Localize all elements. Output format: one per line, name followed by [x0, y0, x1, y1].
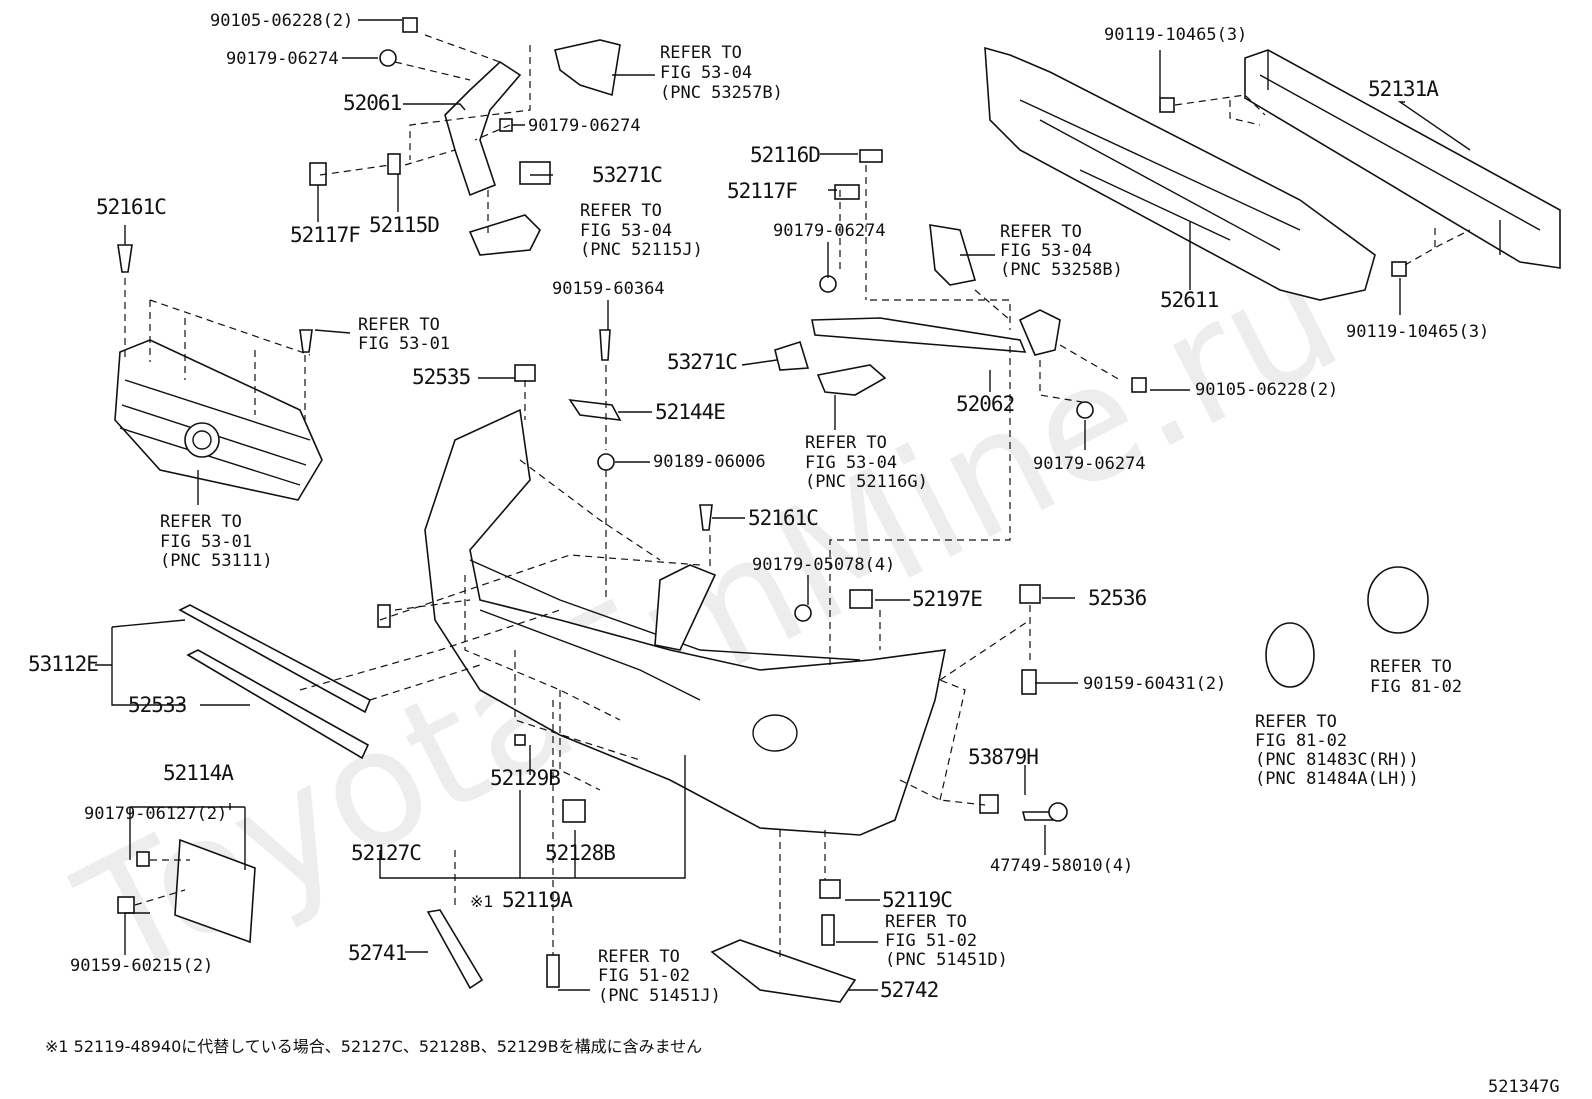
- label-refer-to: REFER TO: [1255, 712, 1337, 732]
- label-refer-to: REFER TO: [358, 315, 440, 335]
- label-90179-06274: 90179-06274: [1033, 454, 1146, 474]
- label-refer-fig: FIG 53-04: [1000, 241, 1092, 261]
- label-90105-06228: 90105-06228(2): [210, 11, 353, 31]
- label-refer-fig: FIG 53-01: [160, 532, 252, 552]
- label-90179-06127: 90179-06127(2): [84, 804, 227, 824]
- label-53271C: 53271C: [667, 350, 737, 374]
- label-refer-fig: FIG 53-04: [580, 221, 672, 241]
- label-52161C: 52161C: [748, 506, 818, 530]
- footnote-marker: ※1: [470, 892, 494, 911]
- label-refer-pnc: (PNC 53258B): [1000, 260, 1123, 280]
- label-90119-10465: 90119-10465(3): [1104, 25, 1247, 45]
- label-90179-06274: 90179-06274: [773, 221, 886, 241]
- label-52129B: 52129B: [490, 766, 560, 790]
- label-90159-60215: 90159-60215(2): [70, 956, 213, 976]
- label-refer-fig: FIG 51-02: [885, 931, 977, 951]
- label-refer-pnc: (PNC 52115J): [580, 240, 703, 260]
- label-53271C: 53271C: [592, 163, 662, 187]
- fasteners: [117, 17, 1407, 988]
- lower-grille-52742: [710, 939, 857, 1003]
- label-90159-60431: 90159-60431(2): [1083, 674, 1226, 694]
- label-52131A: 52131A: [1368, 77, 1439, 101]
- label-refer-fig: FIG 53-04: [660, 63, 752, 83]
- label-refer-pnc: (PNC 52116G): [805, 472, 928, 492]
- label-refer-to: REFER TO: [1000, 222, 1082, 242]
- bracket-52062: [774, 224, 1061, 396]
- label-52742: 52742: [880, 978, 938, 1002]
- reinforcement-bar-52131A: [1244, 49, 1561, 269]
- label-refer-pnc: (PNC 51451J): [598, 986, 721, 1006]
- label-52144E: 52144E: [655, 400, 725, 424]
- label-90179-06274: 90179-06274: [226, 49, 339, 69]
- label-52533: 52533: [128, 693, 187, 717]
- footnote: ※1 52119-48940に代替している場合、52127C、52128B、52…: [45, 1037, 702, 1056]
- label-52611: 52611: [1160, 288, 1219, 312]
- label-refer-to: REFER TO: [598, 947, 680, 967]
- label-refer-to: REFER TO: [805, 433, 887, 453]
- label-90119-10465: 90119-10465(3): [1346, 322, 1489, 342]
- label-refer-pnc: (PNC 81483C(RH)): [1255, 750, 1419, 770]
- label-refer-pnc: (PNC 53111): [160, 551, 273, 571]
- radiator-grille-53111: [114, 339, 323, 501]
- label-52197E: 52197E: [912, 587, 982, 611]
- label-refer-to: REFER TO: [885, 912, 967, 932]
- label-52114A: 52114A: [163, 761, 234, 785]
- label-52119C: 52119C: [882, 888, 952, 912]
- label-refer-pnc: (PNC 81484A(LH)): [1255, 769, 1419, 789]
- label-52119A: 52119A: [502, 888, 573, 912]
- label-90159-60364: 90159-60364: [552, 279, 665, 299]
- label-refer-pnc: (PNC 51451D): [885, 950, 1008, 970]
- label-refer-fig: FIG 53-04: [805, 453, 897, 473]
- label-52061: 52061: [343, 91, 402, 115]
- label-52127C: 52127C: [351, 841, 421, 865]
- label-53112E: 53112E: [28, 652, 98, 676]
- label-refer-to: REFER TO: [160, 512, 242, 532]
- label-90179-06274: 90179-06274: [528, 116, 641, 136]
- part-labels: 90105-06228(2) 90179-06274 REFER TO FIG …: [28, 11, 1489, 1006]
- label-53879H: 53879H: [968, 745, 1038, 769]
- label-refer-to: REFER TO: [660, 43, 742, 63]
- label-refer-pnc: (PNC 53257B): [660, 83, 783, 103]
- label-refer-fig: FIG 53-01: [358, 334, 450, 354]
- label-52741: 52741: [348, 941, 407, 965]
- label-refer-fig: FIG 81-02: [1255, 731, 1347, 751]
- label-47749-58010: 47749-58010(4): [990, 856, 1133, 876]
- label-refer-to: REFER TO: [580, 201, 662, 221]
- label-90189-06006: 90189-06006: [653, 452, 766, 472]
- fog-lamp-cover: [1265, 566, 1429, 688]
- label-90105-06228: 90105-06228(2): [1195, 380, 1338, 400]
- assembly-lines: [124, 34, 1471, 960]
- label-90179-05078: 90179-05078(4): [752, 555, 895, 575]
- label-refer-fig: FIG 51-02: [598, 966, 690, 986]
- label-refer-to: REFER TO: [1370, 657, 1452, 677]
- label-52161C: 52161C: [96, 195, 166, 219]
- label-refer-fig: FIG 81-02: [1370, 677, 1462, 697]
- leader-lines: [95, 19, 1471, 991]
- diagram-id: 521347G: [1488, 1077, 1560, 1097]
- lower-grille-52741: [426, 909, 484, 990]
- license-bracket-52114A: [174, 838, 256, 944]
- bracket-52061: [444, 39, 621, 256]
- energy-absorber-52611: [984, 46, 1376, 301]
- label-52536: 52536: [1088, 586, 1147, 610]
- label-52062: 52062: [956, 392, 1014, 416]
- label-52535: 52535: [412, 365, 470, 389]
- label-52128B: 52128B: [545, 841, 615, 865]
- label-52117F: 52117F: [727, 179, 797, 203]
- label-52116D: 52116D: [750, 143, 820, 167]
- label-52117F: 52117F: [290, 223, 360, 247]
- label-52115D: 52115D: [369, 213, 439, 237]
- bumper-cover-52119A: [424, 408, 947, 836]
